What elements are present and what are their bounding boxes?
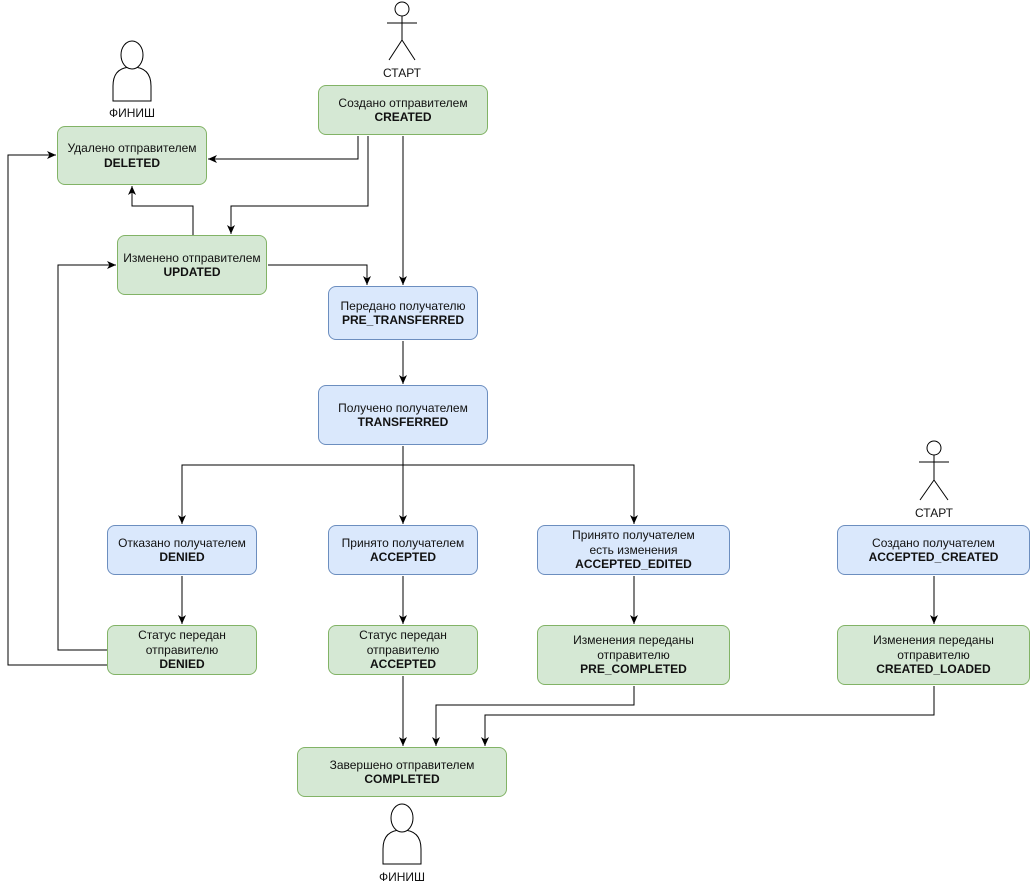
state-code: COMPLETED xyxy=(364,772,440,786)
edge-senderdenied-deleted xyxy=(7,151,107,666)
state-code: DENIED xyxy=(159,657,205,672)
state-updated[interactable]: Изменено отправителем UPDATED xyxy=(117,235,267,295)
finish-person-bottom-icon xyxy=(382,803,422,865)
start-caption-right: СТАРТ xyxy=(915,506,953,520)
edge-updated-pretransferred xyxy=(268,264,371,285)
state-created[interactable]: Создано отправителем CREATED xyxy=(318,85,488,135)
state-label: Удалено отправителем xyxy=(67,141,197,155)
state-code: UPDATED xyxy=(163,265,221,279)
state-code: ACCEPTED xyxy=(369,657,436,672)
state-created-loaded[interactable]: Изменения переданы отправителю CREATED_L… xyxy=(837,625,1030,685)
state-code: PRE_COMPLETED xyxy=(580,662,687,677)
state-sender-denied[interactable]: Статус передан отправителю DENIED xyxy=(107,625,257,675)
edge-created-updated xyxy=(227,136,369,234)
state-accepted[interactable]: Принято получателем ACCEPTED xyxy=(328,525,478,575)
finish-caption-bottom: ФИНИШ xyxy=(378,870,426,884)
state-transferred[interactable]: Получено получателем TRANSFERRED xyxy=(318,385,488,445)
state-label: Завершено отправителем xyxy=(329,757,475,772)
state-label-line2: отправителю xyxy=(897,647,970,662)
state-label: Изменено отправителем xyxy=(123,250,261,265)
state-code: PRE_TRANSFERRED xyxy=(341,313,464,327)
state-code: ACCEPTED xyxy=(369,550,436,564)
state-label: Создано отправителем xyxy=(338,95,468,110)
edge-createdloaded-completed xyxy=(481,686,935,746)
state-pre-transferred[interactable]: Передано получателю PRE_TRANSFERRED xyxy=(328,286,478,340)
state-label-line2: отправителю xyxy=(597,647,670,662)
state-label-line1: Изменения переданы xyxy=(573,633,694,648)
start-actor-icon xyxy=(387,1,417,61)
state-label-line1: Принято получателем xyxy=(572,528,695,543)
state-label-line1: Статус передан xyxy=(359,628,447,643)
state-accepted-edited[interactable]: Принято получателем есть изменения ACCEP… xyxy=(537,525,730,575)
state-pre-completed[interactable]: Изменения переданы отправителю PRE_COMPL… xyxy=(537,625,730,685)
state-label: Получено получателем xyxy=(338,400,468,415)
edge-precompleted-completed xyxy=(432,686,635,746)
finish-caption: ФИНИШ xyxy=(108,106,156,120)
state-label: Принято получателем xyxy=(341,535,465,550)
state-label-line2: отправителю xyxy=(366,642,440,657)
state-code: CREATED_LOADED xyxy=(876,662,991,677)
state-label-line1: Изменения переданы xyxy=(873,633,994,648)
state-code: DENIED xyxy=(159,550,205,564)
start-caption: СТАРТ xyxy=(383,66,421,80)
edge-updated-deleted xyxy=(128,186,194,235)
state-code: ACCEPTED_EDITED xyxy=(575,557,692,572)
state-deleted[interactable]: Удалено отправителем DELETED xyxy=(57,126,207,185)
state-label-line2: отправителю xyxy=(145,642,219,657)
state-sender-accepted[interactable]: Статус передан отправителю ACCEPTED xyxy=(328,625,478,675)
edge-transferred-accepted-edited xyxy=(403,464,638,524)
state-accepted-created[interactable]: Создано получателем ACCEPTED_CREATED xyxy=(837,525,1030,575)
state-completed[interactable]: Завершено отправителем COMPLETED xyxy=(297,747,507,797)
state-label-line2: есть изменения xyxy=(589,542,678,557)
state-denied[interactable]: Отказано получателем DENIED xyxy=(107,525,257,575)
start-actor-right-icon xyxy=(919,440,949,501)
state-label: Передано получателю xyxy=(340,298,466,313)
edge-transferred-denied xyxy=(178,446,404,524)
state-code: ACCEPTED_CREATED xyxy=(868,550,999,564)
state-code: TRANSFERRED xyxy=(357,415,449,429)
state-label: Отказано получателем xyxy=(118,535,246,550)
edge-senderdenied-updated xyxy=(57,261,116,651)
state-code: CREATED xyxy=(374,110,432,124)
edge-created-deleted xyxy=(208,136,359,163)
state-label-line1: Статус передан xyxy=(138,628,226,643)
state-label: Создано получателем xyxy=(872,535,995,550)
finish-person-top-icon xyxy=(112,40,152,102)
state-code: DELETED xyxy=(103,155,160,170)
